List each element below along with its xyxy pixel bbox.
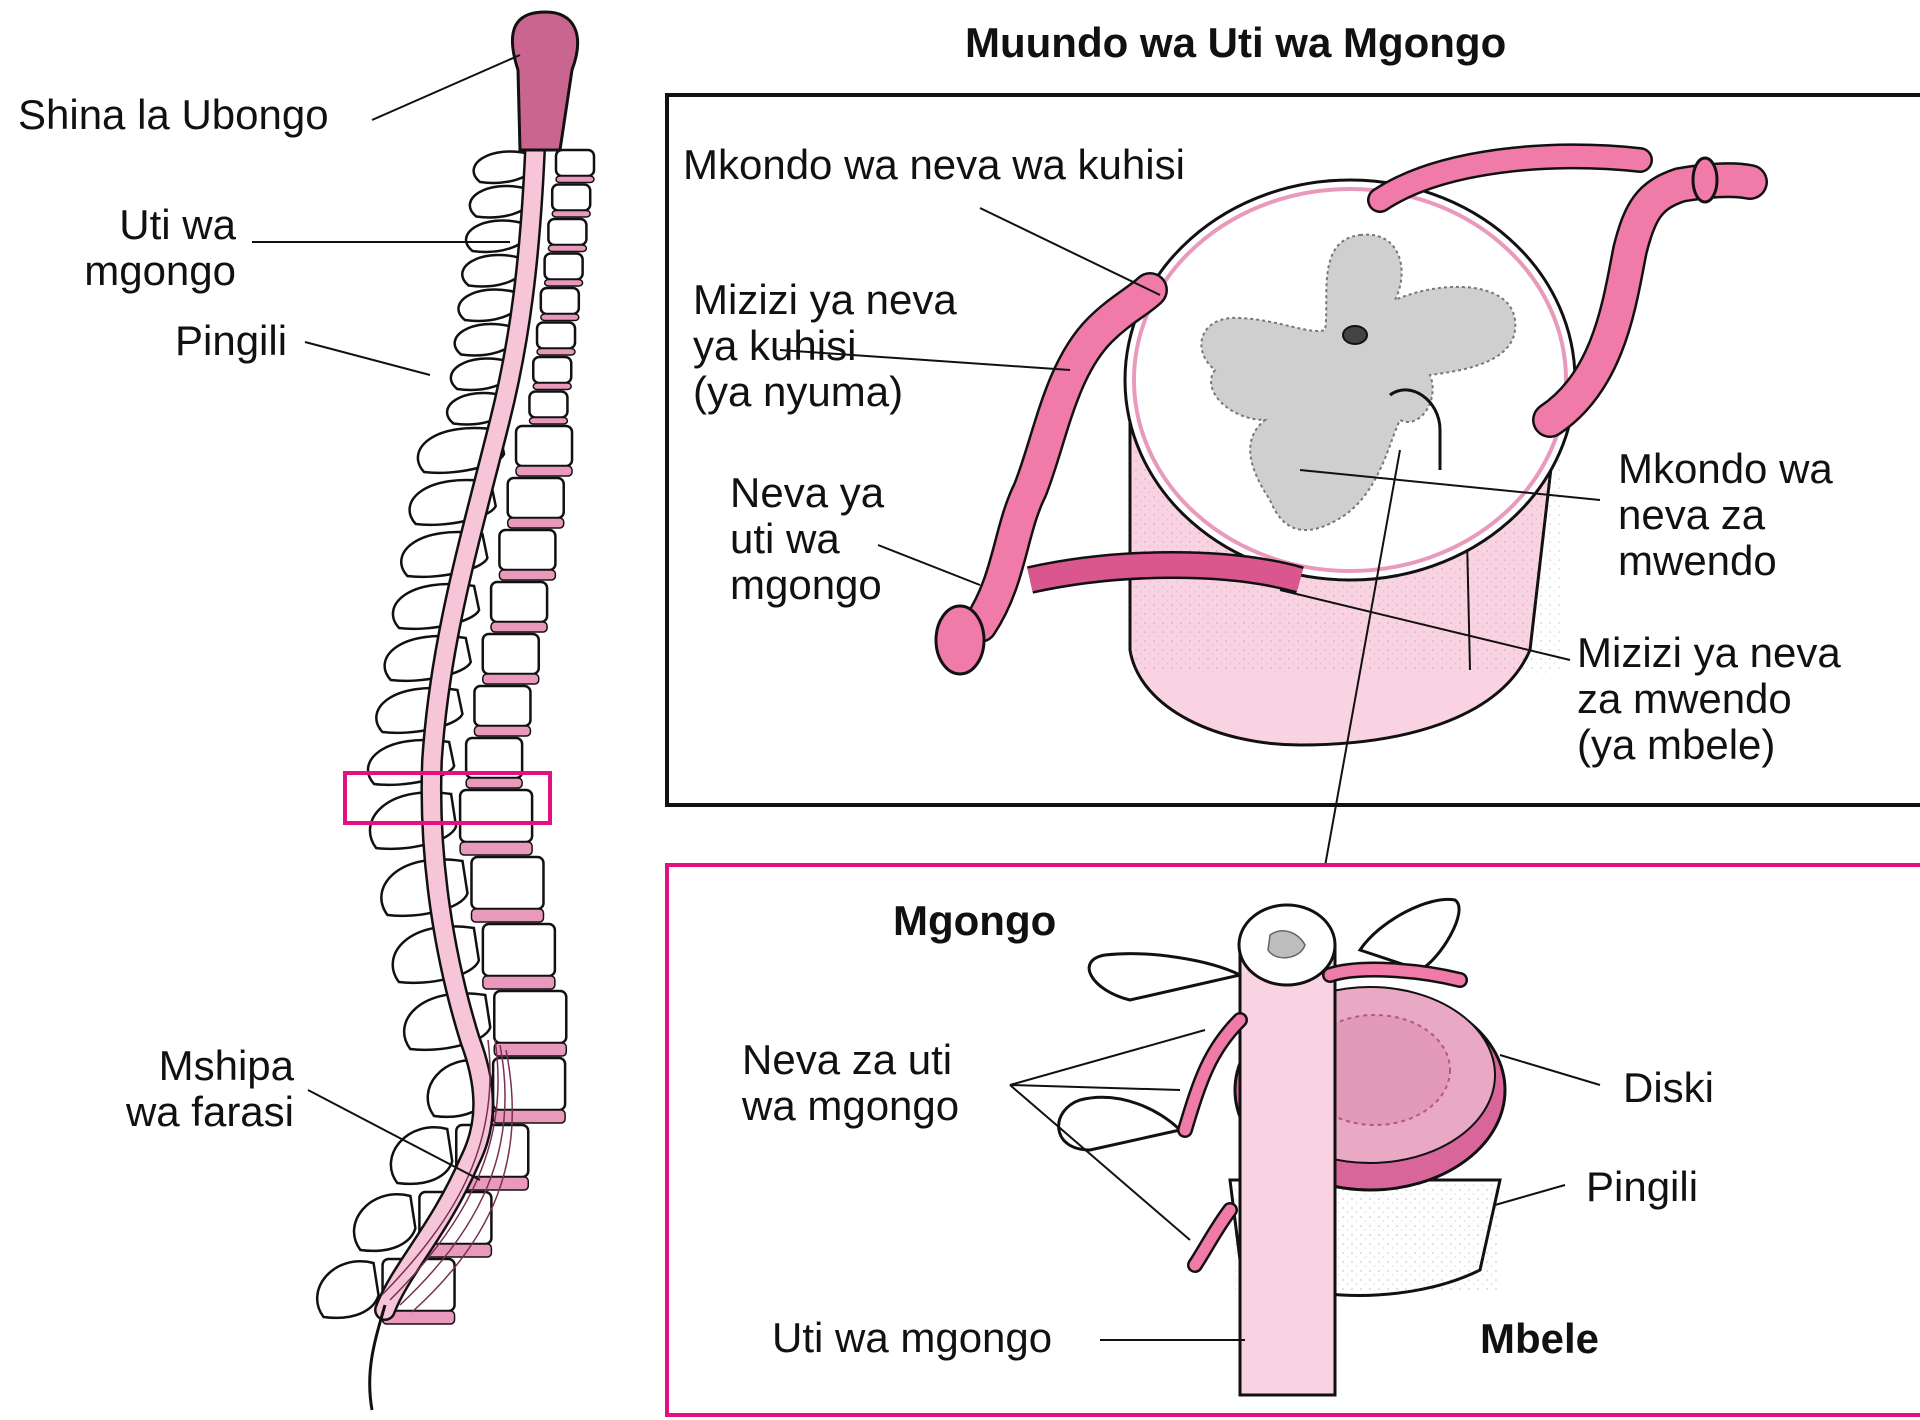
diagram-title: Muundo wa Uti wa Mgongo	[965, 19, 1507, 66]
vertebra-body-segment	[535, 321, 577, 350]
spinous-process-segment	[389, 1126, 454, 1186]
cauda-equina-fibers	[381, 1039, 513, 1313]
label-cauda-equina: Mshipa wa farasi	[125, 1042, 294, 1135]
vertebra-leader-lines	[1009, 1029, 1601, 1341]
left-leader-lines	[252, 54, 521, 1181]
label-vertebra-left: Pingili	[175, 317, 288, 364]
vertebra-body-segment	[481, 632, 541, 676]
disc-segment	[555, 175, 595, 184]
spinal-cord-cross-section	[934, 143, 1768, 747]
vertebra-body-segment	[493, 989, 568, 1045]
disc-segment	[528, 416, 569, 425]
label-spinal-cord-left: Uti wa mgongo	[84, 201, 236, 294]
label-disc: Diski	[1623, 1064, 1714, 1111]
intervertebral-discs	[381, 175, 595, 1325]
label-vertebra-lower: Pingili	[1586, 1163, 1699, 1210]
vertebra-body-segment	[539, 286, 581, 316]
label-sensory-tract: Mkondo wa neva wa kuhisi	[683, 141, 1185, 188]
label-ventral-root: Mizizi ya neva za mwendo (ya mbele)	[1577, 629, 1841, 768]
disc-segment	[506, 517, 565, 529]
vertebra-body-segment	[547, 217, 588, 247]
vertebra-body-segment	[498, 528, 557, 572]
disc-segment	[551, 209, 591, 218]
disc-segment	[465, 777, 523, 789]
vertebra-body-segment	[554, 148, 596, 178]
disc-segment	[482, 975, 556, 990]
vertebra-body-segment	[506, 476, 565, 520]
lower-spinal-cord	[1238, 943, 1337, 1397]
vertebra-3d-illustration	[1057, 897, 1507, 1397]
label-spinal-nerve: Neva ya uti wa mgongo	[730, 469, 885, 608]
label-front: Mbele	[1480, 1315, 1600, 1362]
label-spinal-nerves: Neva za uti wa mgongo	[742, 1036, 960, 1129]
disc-segment	[547, 244, 588, 253]
label-brainstem: Shina la Ubongo	[18, 91, 329, 138]
vertebra-body-segment	[489, 580, 549, 624]
disc-segment	[470, 908, 545, 923]
disc-segment	[536, 347, 576, 356]
label-motor-tract: Mkondo wa neva za mwendo	[1618, 445, 1833, 584]
central-canal	[1342, 325, 1368, 345]
disc-segment	[498, 569, 557, 581]
disc-segment	[473, 725, 532, 737]
spinal-column	[316, 10, 596, 1411]
brainstem-shape	[510, 10, 580, 152]
disc-segment	[493, 1042, 568, 1057]
vertebra-body-segment	[543, 252, 584, 281]
vertebra-body-segment	[470, 855, 545, 911]
vertebra-body-segment	[481, 922, 557, 978]
disc-segment	[515, 465, 573, 477]
cross-section-leader-lines	[779, 207, 1601, 906]
vertebra-body-segment	[514, 424, 574, 468]
vertebra-body-segment	[528, 390, 569, 419]
disc-segment	[482, 673, 540, 685]
vertebra-body-segment	[458, 788, 534, 844]
label-back: Mgongo	[893, 897, 1057, 944]
section-highlight-box	[343, 771, 552, 825]
label-dorsal-root: Mizizi ya neva ya kuhisi (ya nyuma)	[693, 276, 957, 415]
disc-segment	[543, 278, 584, 287]
label-spinal-cord-lower: Uti wa mgongo	[772, 1314, 1053, 1361]
gray-matter	[1200, 233, 1517, 532]
vertebra-body-segment	[473, 684, 532, 728]
spinous-process-segment	[316, 1260, 380, 1320]
disc-segment	[459, 841, 533, 856]
vertebra-body-segment	[550, 183, 592, 212]
disc-segment	[540, 313, 580, 322]
spinous-process-segment	[352, 1193, 417, 1253]
disc-segment	[532, 382, 572, 391]
disc-segment	[490, 621, 548, 633]
vertebra-body-segment	[531, 355, 573, 385]
